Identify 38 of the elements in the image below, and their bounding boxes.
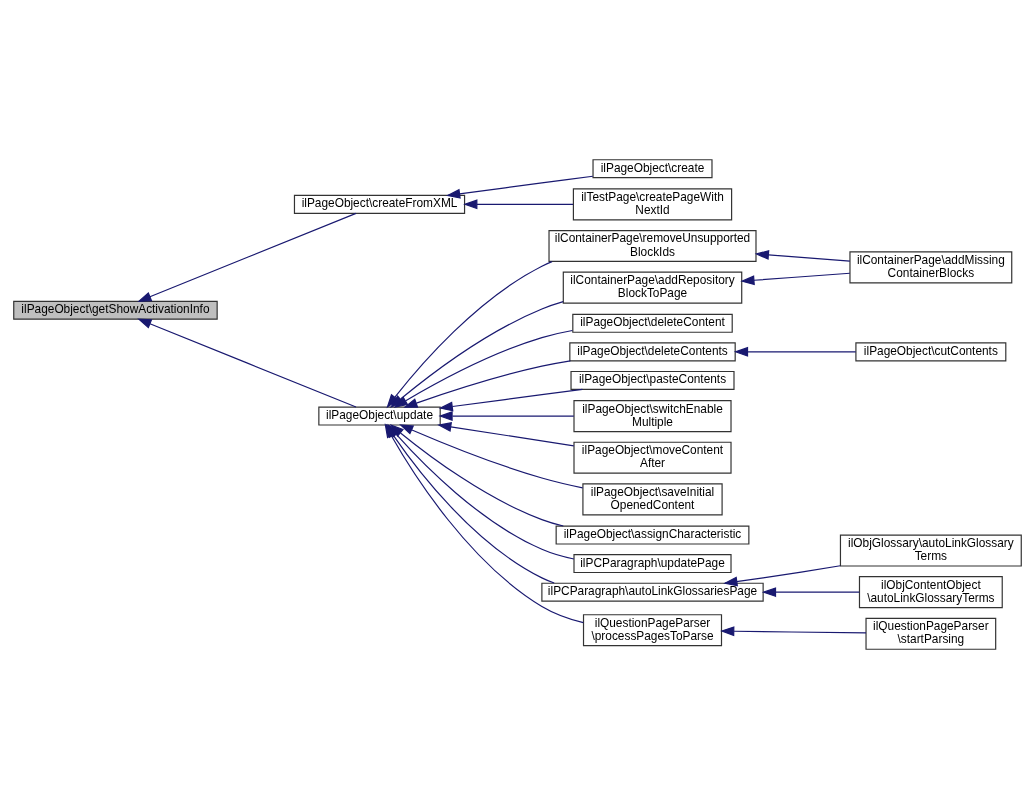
arrow (761, 587, 860, 598)
node-box: ilPageObject\update (318, 406, 441, 426)
arrow (720, 626, 867, 637)
node-box: ilPageObject\createFromXML (293, 194, 466, 214)
node-box: ilPageObject\switchEnable Multiple (573, 400, 732, 433)
arrow (438, 388, 584, 412)
node-box: ilPageObject\getShowActivationInfo (13, 300, 218, 320)
node-box: ilContainerPage\removeUnsupported BlockIds (548, 229, 757, 263)
node-box: ilObjGlossary\autoLinkGlossary Terms (839, 534, 1022, 567)
arrow (137, 212, 357, 302)
arrow (137, 318, 357, 408)
node-box: ilPageObject\cutContents (855, 342, 1007, 362)
node-box: ilQuestionPageParser \startParsing (865, 617, 997, 650)
node-box: ilPageObject\deleteContent (572, 313, 733, 333)
node-box: ilPageObject\deleteContents (569, 342, 736, 362)
arrow (740, 272, 851, 286)
node-box: ilPageObject\create (592, 159, 713, 179)
arrow (438, 411, 575, 422)
arrow (754, 249, 851, 262)
arrow (403, 360, 571, 408)
node-box: ilQuestionPageParser \processPagesToParse (582, 614, 723, 647)
node-box: ilPageObject\pasteContents (570, 370, 735, 390)
node-box: ilPCParagraph\autoLinkGlossariesPage (541, 582, 764, 602)
node-box: ilContainerPage\addMissing ContainerBlocks (849, 251, 1013, 284)
node-box: ilPageObject\saveInitial OpenedContent (582, 483, 723, 516)
arrow (445, 175, 594, 199)
node-box: ilObjContentObject \autoLinkGlossaryTerms (858, 576, 1003, 609)
arrow (723, 565, 841, 587)
node-box: ilContainerPage\addRepository BlockToPage (562, 271, 743, 304)
arrow (733, 346, 857, 357)
arrow (463, 199, 574, 210)
arrow (437, 422, 575, 447)
node-box: ilTestPage\createPageWith NextId (572, 188, 733, 221)
node-box: ilPageObject\assignCharacteristic (555, 525, 750, 545)
arrow (399, 424, 584, 489)
node-box: ilPageObject\moveContent After (573, 441, 732, 474)
node-box: ilPCParagraph\updatePage (573, 554, 732, 574)
arrow (393, 329, 573, 408)
